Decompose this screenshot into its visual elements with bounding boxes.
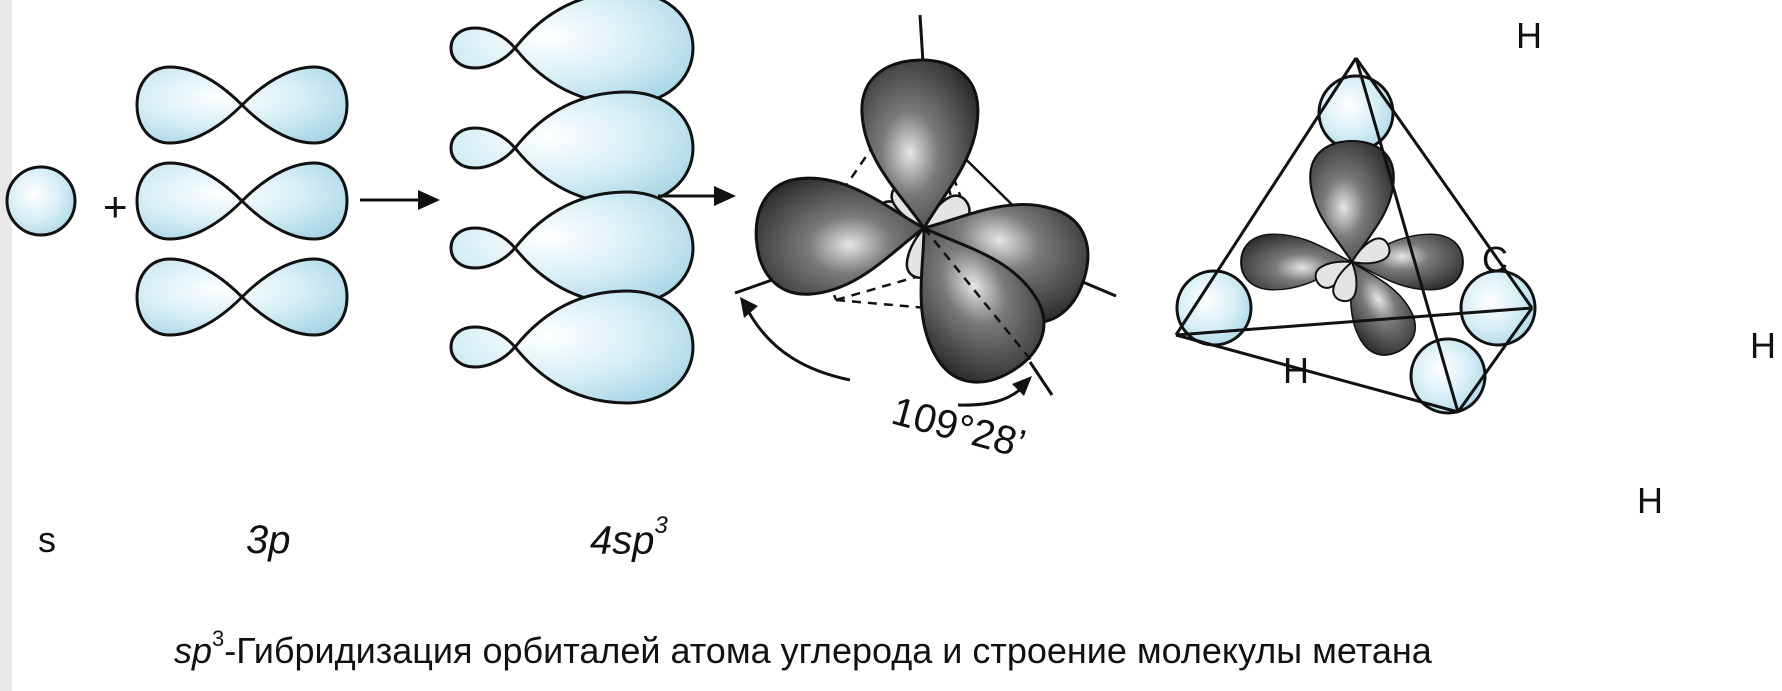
label-4sp3-superscript: 3 bbox=[654, 512, 668, 539]
caption-text: -Гибридизация орбиталей атома углерода и… bbox=[224, 630, 1432, 671]
s-orbital bbox=[5, 165, 77, 237]
left-edge-strip bbox=[0, 0, 12, 691]
hydrogen-right bbox=[1459, 269, 1537, 347]
sp3-orbital-4 bbox=[449, 289, 695, 405]
arrow-2 bbox=[658, 186, 736, 206]
p-orbital-2 bbox=[135, 161, 349, 241]
methane-molecule bbox=[1174, 57, 1537, 415]
figure-caption: sp3-Гибридизация орбиталей атома углерод… bbox=[174, 628, 1432, 671]
label-s-orbital: s bbox=[38, 519, 56, 560]
p-orbital-1 bbox=[135, 65, 349, 145]
label-3p-orbitals: 3p bbox=[246, 518, 291, 562]
sp3-orbital-3 bbox=[449, 190, 695, 306]
label-hydrogen-left: H bbox=[1283, 350, 1309, 391]
sp3-orbital-2 bbox=[449, 90, 695, 206]
tetrahedral-carbon bbox=[734, 14, 1117, 407]
caption-superscript: 3 bbox=[212, 626, 225, 651]
hydrogen-top bbox=[1317, 74, 1395, 152]
label-carbon: C bbox=[1482, 239, 1508, 280]
label-hydrogen-top: H bbox=[1516, 15, 1542, 56]
sp3-orbital-1 bbox=[449, 0, 695, 106]
p-orbital-3 bbox=[135, 257, 349, 337]
arrow-1 bbox=[360, 190, 440, 210]
label-hydrogen-bottom: H bbox=[1637, 480, 1663, 521]
plus-sign: + bbox=[103, 183, 128, 230]
caption-prefix: sp bbox=[174, 630, 213, 671]
label-4sp3-orbitals: 4sp3 bbox=[590, 514, 668, 563]
label-hydrogen-right: H bbox=[1750, 325, 1776, 366]
label-4sp3-base: 4sp bbox=[590, 518, 655, 563]
